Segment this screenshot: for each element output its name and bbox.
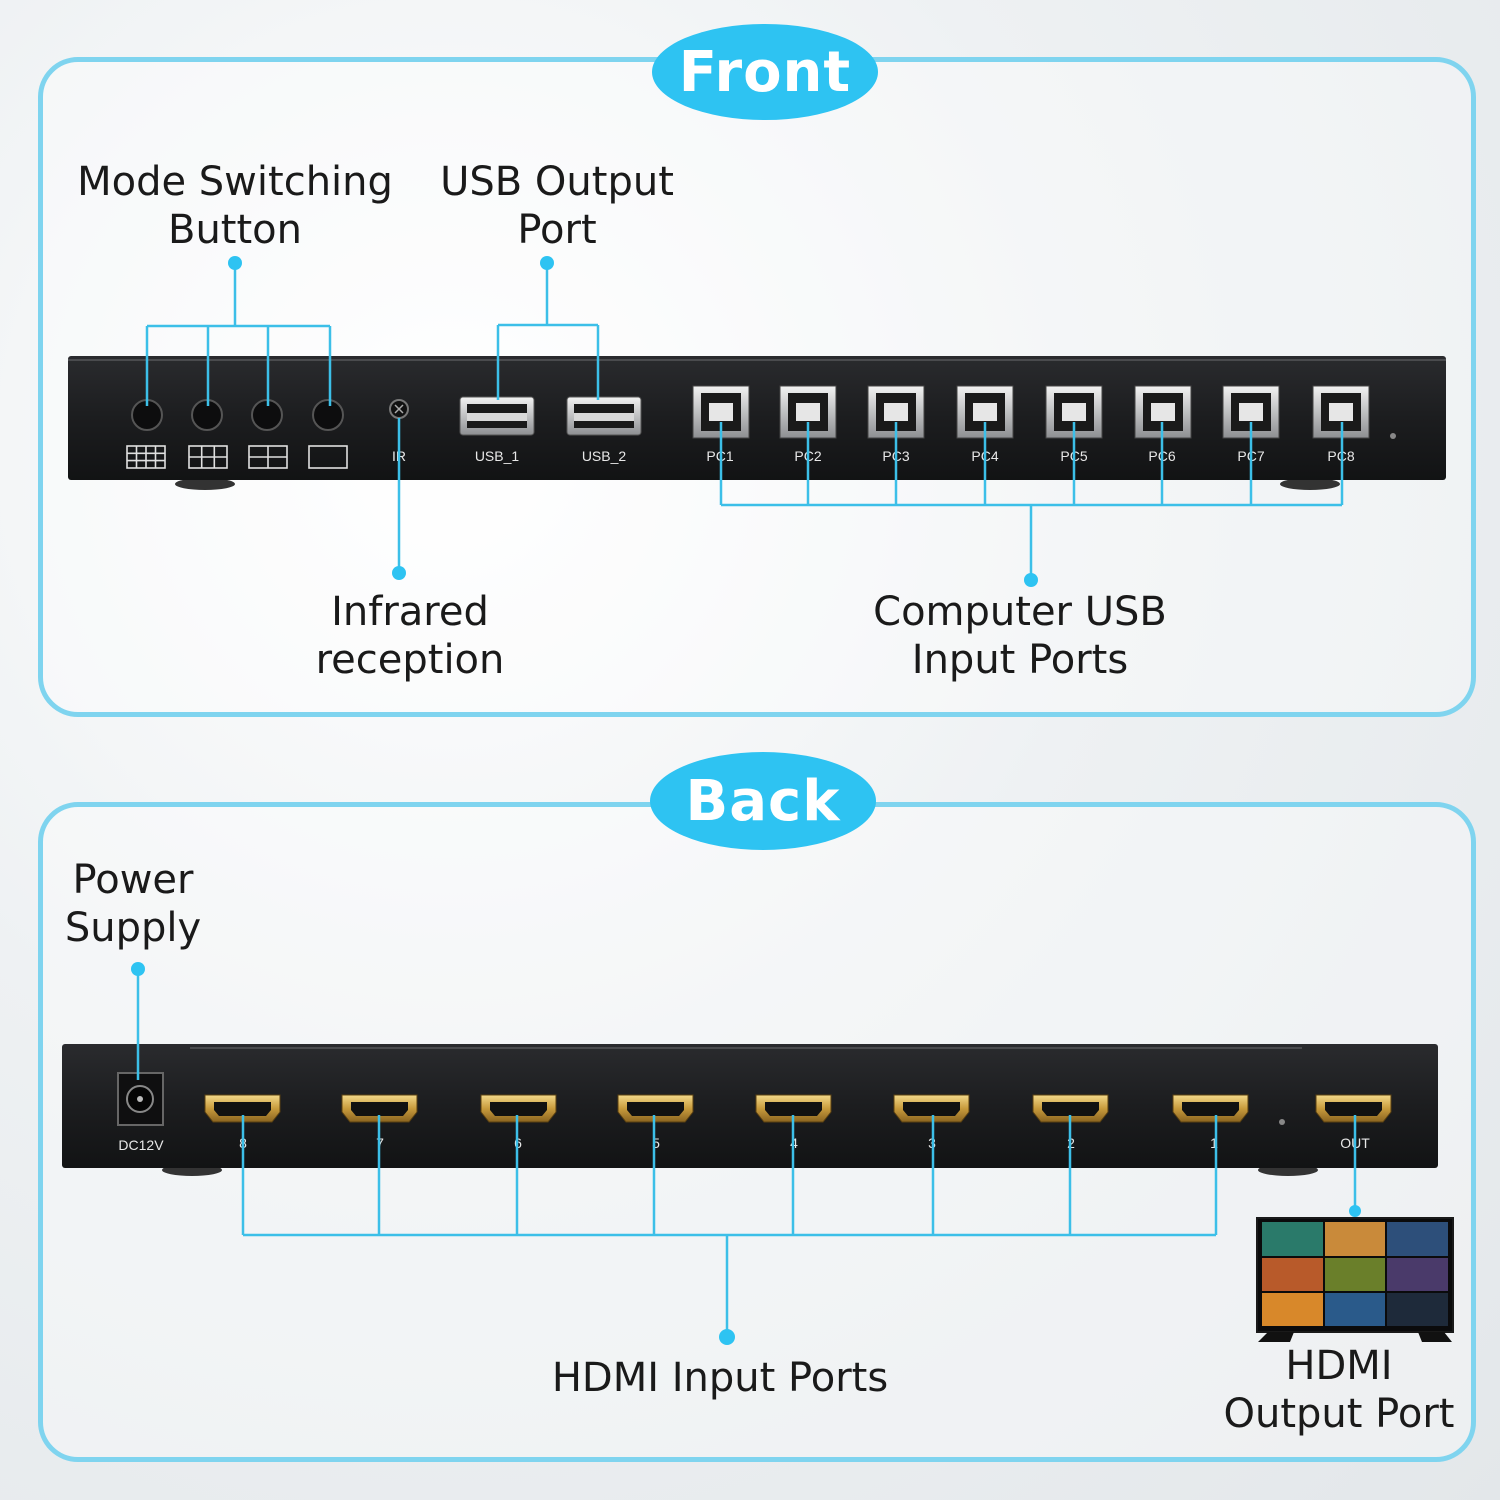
hdmi-output-port-label: HDMI Output Port — [1214, 1342, 1464, 1438]
pc-port-5[interactable] — [1045, 385, 1103, 439]
front-foot-left — [175, 478, 235, 490]
hdmi-output-port-label-line2: Output Port — [1223, 1391, 1455, 1437]
hdmi-input-1-label: 1 — [1210, 1135, 1218, 1151]
back-led-indicator — [1279, 1119, 1285, 1125]
usb-output-port-label-line1: USB Output — [440, 159, 674, 205]
infrared-reception-label-line1: Infrared — [331, 589, 489, 635]
hdmi-input-port-5[interactable] — [617, 1094, 694, 1123]
infrared-reception-label: Infrared reception — [280, 588, 540, 684]
hdmi-input-port-1[interactable] — [1172, 1094, 1249, 1123]
hdmi-input-port-6[interactable] — [480, 1094, 557, 1123]
hdmi-input-ports-label-line1: HDMI Input Ports — [551, 1355, 889, 1401]
hdmi-input-port-7[interactable] — [341, 1094, 418, 1123]
mode-switching-button-label: Mode Switching Button — [70, 158, 400, 254]
back-callout-lines — [136, 970, 1357, 1335]
hdmi-output-port-label-line1: HDMI — [1285, 1343, 1393, 1389]
usb-output-1-label: USB_1 — [475, 448, 520, 464]
hdmi-input-port-4[interactable] — [755, 1094, 832, 1123]
mode-switching-button-label-line2: Button — [168, 207, 302, 253]
usb-output-port-label-line2: Port — [517, 207, 597, 253]
back-device: DC12V 8 7 6 5 4 3 2 1 OUT — [62, 1044, 1438, 1176]
hdmi-input-port-2[interactable] — [1032, 1094, 1109, 1123]
front-led-indicator — [1390, 433, 1396, 439]
hdmi-output-port[interactable] — [1315, 1094, 1392, 1123]
front-foot-right — [1280, 478, 1340, 490]
front-section-title: Front — [652, 24, 878, 120]
usb-output-port-2[interactable] — [566, 396, 642, 436]
hdmi-input-port-8[interactable] — [204, 1094, 281, 1123]
hdmi-input-ports-label: HDMI Input Ports — [530, 1354, 910, 1402]
usb-output-port-1[interactable] — [459, 396, 535, 436]
dc-power-jack[interactable] — [117, 1072, 164, 1126]
hdmi-input-5-label: 5 — [652, 1135, 660, 1151]
grid-4-icon — [248, 445, 288, 469]
power-supply-label: Power Supply — [48, 856, 218, 952]
ir-sensor — [389, 399, 409, 419]
usb-output-2-label: USB_2 — [582, 448, 627, 464]
front-callout-lines — [145, 263, 1344, 578]
dc12v-silk-label: DC12V — [118, 1137, 164, 1153]
power-supply-label-line2: Supply — [64, 905, 202, 951]
computer-usb-input-ports-label-line2: Input Ports — [911, 637, 1129, 683]
mode-switching-button-label-line1: Mode Switching — [77, 159, 393, 205]
usb-output-port-label: USB Output Port — [422, 158, 692, 254]
single-screen-icon — [308, 445, 348, 469]
monitor-icon — [1256, 1217, 1454, 1342]
pc-port-1[interactable] — [692, 385, 750, 439]
grid-6-icon — [188, 445, 228, 469]
grid-9-icon — [126, 445, 166, 469]
mode-button-4[interactable] — [312, 399, 344, 431]
computer-usb-input-ports-label-line1: Computer USB — [873, 589, 1167, 635]
front-device: IR USB_1 USB_2 PC1 PC2 PC3 PC4 PC5 PC6 P… — [68, 356, 1446, 490]
hdmi-input-port-3[interactable] — [893, 1094, 970, 1123]
front-callout-dots — [228, 256, 1038, 587]
back-device-body — [62, 1044, 1438, 1168]
infrared-reception-label-line2: reception — [315, 637, 505, 683]
back-callout-dots — [131, 962, 1361, 1345]
computer-usb-input-ports-label: Computer USB Input Ports — [860, 588, 1180, 684]
power-supply-label-line1: Power — [72, 857, 194, 903]
back-section-title: Back — [650, 752, 876, 850]
